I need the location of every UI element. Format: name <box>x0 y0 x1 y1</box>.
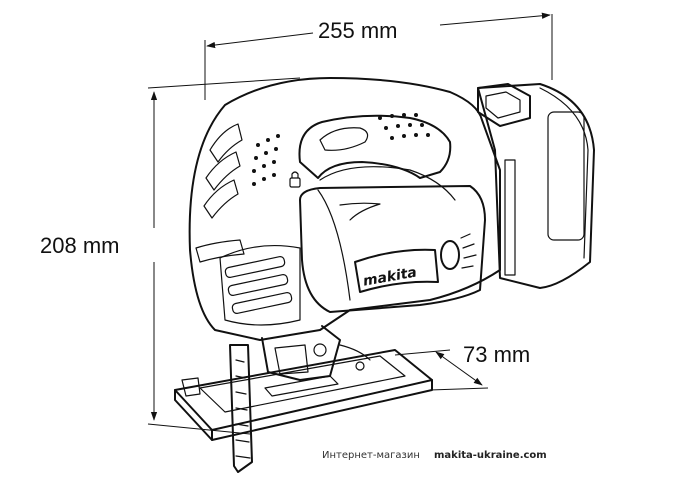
handle-opening <box>298 114 452 179</box>
battery-button-face <box>485 91 521 119</box>
battery-face-line <box>539 87 589 259</box>
battery-rail <box>504 159 516 276</box>
motor-housing-seam <box>317 189 351 301</box>
height-label: 208 mm <box>40 233 119 258</box>
base-plate-left-edge <box>174 389 213 441</box>
base-extension-bottom <box>429 387 489 391</box>
front-vent-2 <box>205 151 241 191</box>
body-outline <box>188 77 501 341</box>
base-width-dimension: 73 mm <box>394 342 530 391</box>
front-vent-1 <box>209 123 243 163</box>
side-vent-1 <box>224 256 286 278</box>
height-extension-top <box>147 77 301 89</box>
footer-site: makita-ukraine.com <box>434 450 547 461</box>
brand-plate <box>354 248 439 293</box>
motor-housing <box>299 185 486 313</box>
lock-icon <box>289 177 301 188</box>
side-vent-2 <box>227 274 289 296</box>
blade-guard <box>261 325 341 381</box>
base-tab-left <box>181 377 201 397</box>
length-arrow-right <box>439 12 551 26</box>
side-vent-3 <box>231 292 293 314</box>
grip-dots-top <box>378 113 430 140</box>
base-plate-recess <box>199 355 406 413</box>
grip-dots-front <box>252 134 280 186</box>
base-plate <box>174 349 433 441</box>
guide-bolt <box>313 343 327 357</box>
base-plate-slot <box>264 375 339 397</box>
length-label: 255 mm <box>318 18 397 43</box>
tool-body: makita <box>188 77 501 341</box>
length-arrow-left <box>206 32 314 49</box>
footer-shop-label: Интернет-магазин <box>322 450 420 461</box>
handle-grip-recess <box>319 127 369 151</box>
speed-dial <box>440 240 460 270</box>
speed-dial-ribs <box>460 233 477 269</box>
handle-lower-edge <box>319 166 456 201</box>
length-dimension: 255 mm <box>204 12 553 100</box>
front-vent-4 <box>195 239 245 263</box>
front-vent-3 <box>203 179 239 219</box>
saw-blade <box>229 344 253 473</box>
base-arrow <box>435 351 483 386</box>
motor-housing-ridge <box>339 202 381 221</box>
roller-guide <box>274 344 309 375</box>
base-extension-top <box>394 349 451 356</box>
battery-side-panel <box>547 111 585 241</box>
base-screw <box>355 361 365 371</box>
battery-pack <box>477 83 595 289</box>
battery-outline <box>477 83 595 289</box>
base-plate-edge <box>211 379 433 441</box>
height-dimension: 208 mm <box>40 77 301 435</box>
side-vent-frame <box>219 244 301 326</box>
base-width-label: 73 mm <box>463 342 530 367</box>
lock-icon-shackle <box>291 171 299 179</box>
